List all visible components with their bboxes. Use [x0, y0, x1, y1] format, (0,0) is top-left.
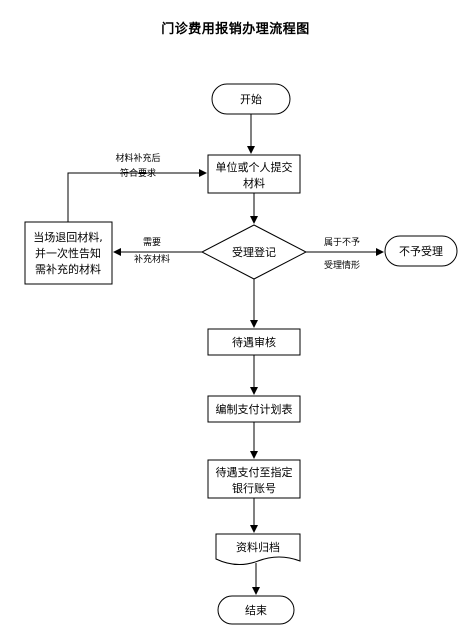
review-node: 待遇审核 — [207, 328, 301, 356]
payment-node: 待遇支付至指定 银行账号 — [207, 459, 301, 499]
reject-label: 不予受理 — [399, 245, 443, 258]
submit-label-line1: 单位或个人提交 — [216, 160, 293, 174]
edge-label-reject-line2: 受理情形 — [324, 259, 360, 271]
plan-label: 编制支付计划表 — [216, 402, 293, 416]
end-node: 结束 — [217, 595, 295, 625]
edge-label-need-line1: 需要 — [143, 237, 161, 248]
return-materials-node: 当场退回材料, 并一次性告知 需补充的材料 — [24, 221, 113, 285]
archive-label: 资料归档 — [236, 540, 280, 554]
return-label-line2: 并一次性告知 — [35, 246, 101, 260]
end-label: 结束 — [245, 604, 267, 617]
submit-materials-node: 单位或个人提交 材料 — [207, 154, 301, 194]
reject-node: 不予受理 — [384, 235, 458, 267]
edge-label-reject-line1: 属于不予 — [324, 237, 360, 248]
pay-label-line1: 待遇支付至指定 — [216, 465, 293, 479]
submit-label-line2: 材料 — [243, 176, 265, 190]
pay-label-line2: 银行账号 — [232, 481, 276, 495]
review-label: 待遇审核 — [232, 335, 276, 349]
edge-label-resubmit-line1: 材料补充后 — [115, 152, 160, 164]
arrow-return-to-submit — [67, 169, 207, 222]
register-decision-node: 受理登记 — [200, 224, 308, 280]
start-label: 开始 — [240, 92, 262, 106]
start-node: 开始 — [211, 83, 291, 115]
payment-plan-node: 编制支付计划表 — [207, 395, 301, 423]
return-label-line1: 当场退回材料, — [33, 230, 103, 244]
edge-label-need-line2: 补充材料 — [134, 253, 170, 265]
register-label: 受理登记 — [232, 245, 276, 259]
edge-label-resubmit-line2: 符合要求 — [120, 167, 156, 179]
connectors — [67, 114, 384, 595]
page-title: 门诊费用报销办理流程图 — [161, 22, 310, 37]
return-label-line3: 需补充的材料 — [35, 262, 101, 276]
archive-node: 资料归档 — [215, 533, 301, 565]
